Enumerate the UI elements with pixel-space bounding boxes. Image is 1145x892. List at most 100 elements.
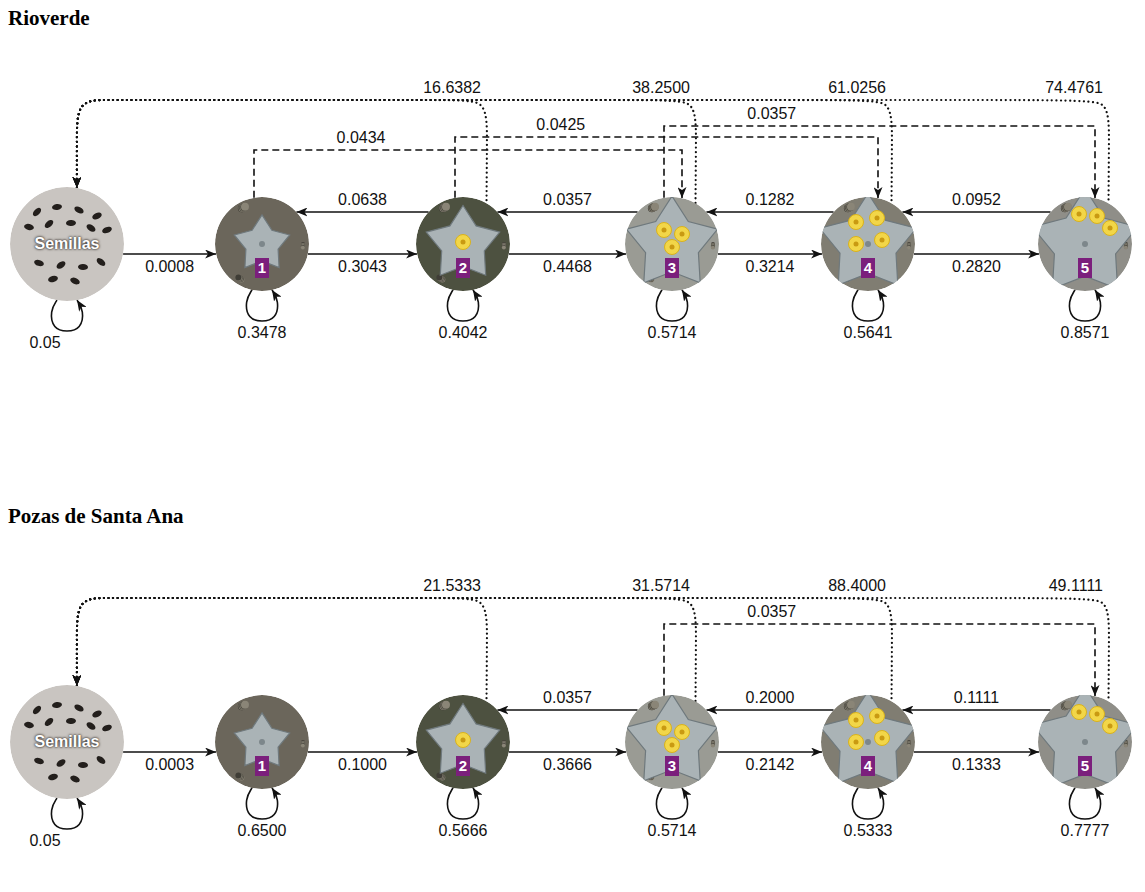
gravel-dot	[846, 203, 854, 211]
node-picture	[215, 197, 309, 291]
transition-probability: 0.6500	[236, 822, 289, 840]
fecundity-arrow	[77, 100, 487, 203]
transition-arrow	[497, 211, 637, 213]
flower-center	[461, 240, 466, 245]
transition-probability: 0.2142	[744, 756, 797, 774]
stasis-loop	[51, 798, 82, 829]
transition-arrow	[706, 211, 833, 213]
plant-stage-node: 4	[821, 695, 915, 789]
fecundity-value: 88.4000	[826, 577, 888, 595]
transition-probability: 0.2000	[744, 689, 797, 707]
transition-arrow	[308, 253, 417, 255]
gravel-dot	[301, 245, 305, 249]
gravel-dot	[441, 701, 449, 709]
plant-stage-node: 2	[416, 197, 510, 291]
flower-center	[662, 726, 667, 731]
seed-dot	[101, 226, 112, 235]
seed-dot	[101, 724, 112, 733]
gravel-dot	[436, 275, 442, 281]
gravel-dot	[711, 743, 715, 747]
transition-arrow	[914, 751, 1039, 753]
transition-probability: 0.0003	[143, 756, 196, 774]
fecundity-value: 21.5333	[421, 577, 483, 595]
flower-center	[880, 736, 885, 741]
stasis-loop	[51, 300, 82, 331]
node-circle	[215, 695, 309, 789]
fecundity-value: 49.1111	[1047, 577, 1105, 595]
cactus-body	[1038, 197, 1132, 289]
flower-center	[1077, 710, 1082, 715]
plant-stage-node: 2	[416, 695, 510, 789]
gravel-dot	[650, 701, 658, 709]
node-picture	[821, 197, 915, 291]
stasis-loop	[246, 788, 277, 819]
fecundity-arrow	[77, 100, 892, 203]
node-picture	[10, 187, 124, 301]
flower	[675, 725, 690, 740]
flower-center	[662, 228, 667, 233]
transition-probability: 0.0425	[534, 116, 587, 134]
seed-dot	[69, 774, 81, 783]
transition-probability: 0.4468	[541, 258, 594, 276]
flower	[849, 237, 864, 252]
gravel-dot	[240, 701, 248, 709]
node-picture	[1038, 695, 1132, 789]
transition-probability: 0.3666	[541, 756, 594, 774]
flower	[849, 215, 864, 230]
stage-number: 3	[665, 258, 679, 278]
flower	[1090, 209, 1105, 224]
seed-dot	[47, 773, 58, 781]
transition-probability: 0.4042	[437, 324, 490, 342]
transition-probability: 0.5714	[646, 822, 699, 840]
transition-arrow	[902, 709, 1050, 711]
transition-probability: 0.05	[27, 832, 62, 850]
fecundity-arrow	[77, 100, 696, 203]
growth-jump-arrow	[254, 150, 682, 198]
node-label: Semillas	[35, 235, 100, 253]
growth-jump-arrow	[664, 624, 1095, 696]
stasis-loop	[246, 290, 277, 321]
gravel-dot	[236, 773, 242, 779]
transition-arrow	[123, 253, 216, 255]
gravel-dot	[1063, 203, 1071, 211]
gravel-dot	[907, 245, 911, 249]
gravel-dot	[235, 275, 241, 281]
transition-probability: 0.05	[27, 334, 62, 352]
flower-center	[670, 245, 675, 250]
plant-stage-node: 1	[215, 695, 309, 789]
gravel-dot	[241, 203, 249, 211]
flower-center	[854, 220, 859, 225]
transition-arrow	[718, 253, 822, 255]
stasis-loop	[447, 290, 478, 321]
transition-probability: 0.0638	[336, 191, 389, 209]
stage-number: 5	[1078, 756, 1092, 776]
fecundity-value: 74.4761	[1043, 79, 1105, 97]
flower-center	[880, 238, 885, 243]
stage-number: 4	[861, 258, 875, 278]
seed-stage-node: Semillas	[10, 187, 124, 301]
flower-center	[875, 216, 880, 221]
gravel-dot	[502, 743, 506, 747]
gravel-dot	[240, 203, 248, 211]
plant-stage-node: 4	[821, 197, 915, 291]
fecundity-arrow	[77, 598, 892, 701]
seed-dot	[73, 703, 85, 713]
fecundity-value: 61.0256	[826, 79, 888, 97]
node-circle	[625, 695, 719, 789]
node-circle	[416, 197, 510, 291]
plant-stage-node: 3	[625, 695, 719, 789]
fecundity-arrow	[77, 598, 696, 701]
gravel-dot	[711, 245, 715, 249]
transition-arrow	[296, 211, 428, 213]
flower-center	[854, 242, 859, 247]
transition-arrow	[497, 709, 637, 711]
transition-probability: 0.5714	[646, 324, 699, 342]
flower	[849, 735, 864, 750]
gravel-dot	[907, 245, 911, 249]
seed-dot	[95, 257, 107, 268]
flower	[849, 713, 864, 728]
site-title: Pozas de Santa Ana	[8, 504, 184, 529]
cactus-body	[1038, 695, 1132, 787]
flower	[1103, 221, 1118, 236]
